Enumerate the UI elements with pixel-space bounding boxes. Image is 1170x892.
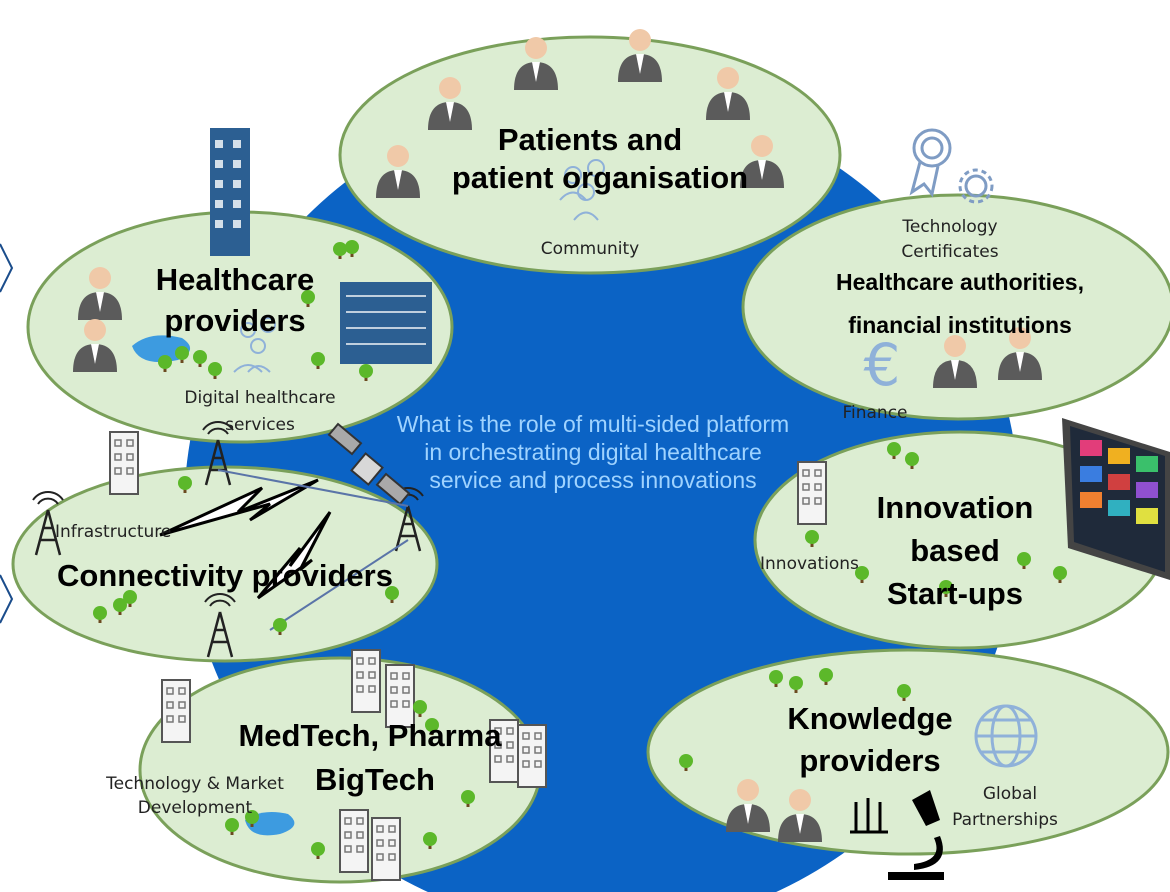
healthcare-providers-title-line1: Healthcare	[155, 262, 315, 297]
office-building-icon	[109, 431, 139, 495]
authorities-title-line2: financial institutions	[848, 312, 1072, 338]
innovation-sub: Innovations	[760, 554, 859, 574]
medtech-title-line2: BigTech	[315, 762, 435, 797]
authorities-sub-line1: Technology	[902, 217, 998, 237]
people-group-icon	[233, 317, 276, 373]
signal-line	[217, 469, 409, 631]
healthcare-providers-sub-line2: services	[225, 415, 295, 435]
central-question: What is the role of multi-sided platform…	[396, 411, 790, 493]
office-building-icon	[797, 461, 827, 525]
medtech-sub-line2: Development	[137, 798, 253, 818]
innovation-title-line3: Start-ups	[886, 576, 1024, 611]
certificate-icon	[909, 128, 994, 204]
knowledge-ellipse[interactable]	[646, 648, 1170, 856]
test-tubes-icon	[850, 798, 888, 834]
innovation-title-line2: based	[910, 533, 1000, 568]
innovation-title-line1: Innovation	[876, 490, 1034, 525]
authorities-title-line1: Healthcare authorities,	[836, 269, 1084, 295]
patients-title-line1: Patients and	[497, 122, 683, 157]
chevron-right-icon[interactable]	[0, 574, 14, 624]
authorities-ellipse[interactable]	[741, 193, 1170, 421]
connectivity-sub: Infrastructure	[55, 522, 172, 542]
knowledge-title-line1: Knowledge	[787, 701, 953, 736]
globe-icon	[974, 704, 1038, 768]
satellite-icon	[327, 422, 411, 506]
euro-icon: €	[864, 331, 901, 399]
patients-sub: Community	[540, 239, 640, 259]
knowledge-title-line2: providers	[799, 743, 941, 778]
hospital-building-icon	[210, 128, 432, 364]
chevron-right-icon[interactable]	[0, 243, 14, 293]
knowledge-sub-line1: Global	[982, 784, 1038, 804]
people-group-icon	[559, 159, 605, 221]
authorities-finance: Finance	[842, 403, 908, 423]
medtech-sub-line1: Technology & Market	[106, 774, 284, 794]
lightning-icon	[159, 478, 332, 600]
microscope-icon	[888, 790, 944, 880]
healthcare-providers-sub-line1: Digital healthcare	[184, 388, 336, 408]
patients-title-line2: patient organisation	[451, 160, 749, 195]
knowledge-sub-line2: Partnerships	[952, 810, 1058, 830]
authorities-sub-line2: Certificates	[901, 242, 999, 262]
connectivity-title: Connectivity providers	[57, 558, 393, 593]
medtech-title-line1: MedTech, Pharma	[238, 718, 502, 753]
monitor-icon	[1062, 418, 1170, 580]
healthcare-providers-title-line2: providers	[164, 303, 306, 338]
